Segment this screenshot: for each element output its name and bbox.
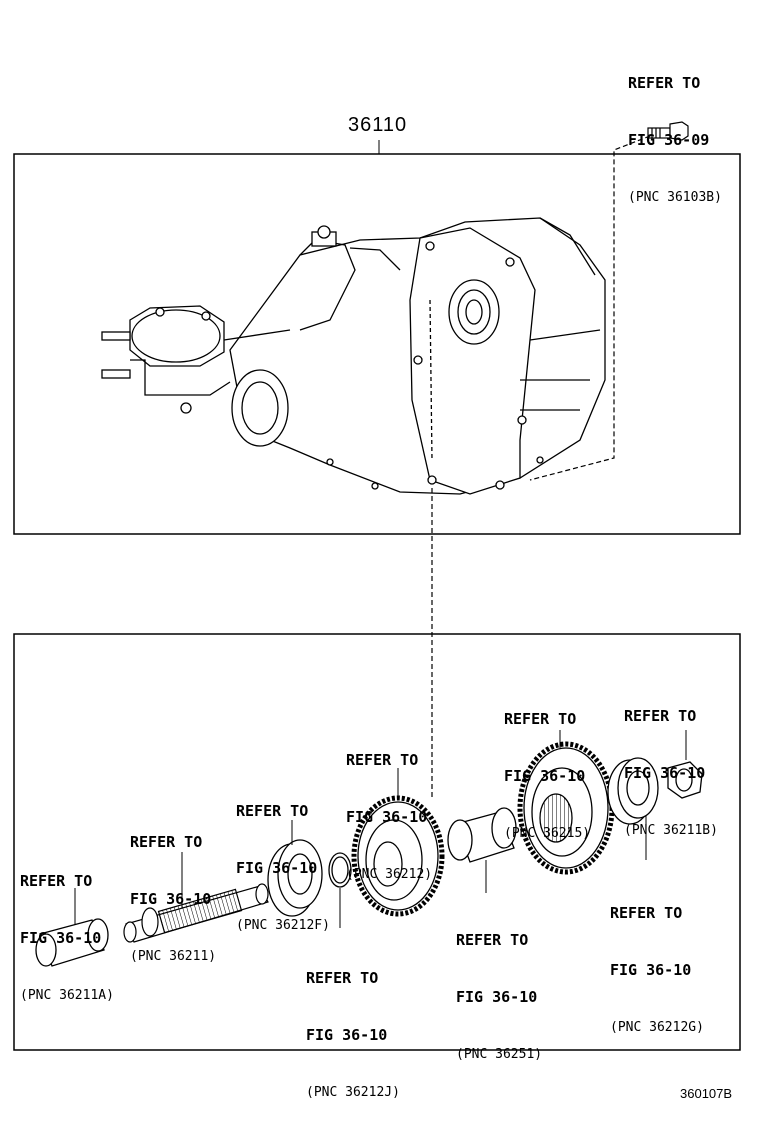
- callout-pnc: (PNC 36103B): [628, 190, 722, 205]
- callout-pnc: (PNC 36212G): [610, 1020, 704, 1035]
- callout-fig: FIG 36-09: [628, 131, 710, 149]
- transfer-case-assembly[interactable]: [101, 217, 606, 495]
- bolt-dashed-leader: [529, 135, 651, 481]
- callout-refer: REFER TO: [456, 931, 529, 949]
- callout-pnc: (PNC 36215): [504, 826, 591, 841]
- callout-36251[interactable]: REFER TO FIG 36-10 (PNC 36251): [456, 893, 542, 1083]
- callout-refer: REFER TO: [20, 872, 93, 890]
- callout-refer: REFER TO: [628, 74, 701, 92]
- callout-pnc: (PNC 36211B): [624, 823, 718, 838]
- callout-fig: FIG 36-10: [306, 1026, 388, 1044]
- callout-pnc: (PNC 36211): [130, 949, 217, 964]
- callout-36215[interactable]: REFER TO FIG 36-10 (PNC 36215): [504, 672, 590, 862]
- callout-refer: REFER TO: [130, 833, 203, 851]
- upper-frame: [13, 153, 741, 535]
- input-shaft-36211-icon[interactable]: [123, 883, 269, 943]
- callout-refer: REFER TO: [624, 707, 697, 725]
- bolt-icon[interactable]: [647, 121, 689, 141]
- callout-refer: REFER TO: [306, 969, 379, 987]
- callout-refer: REFER TO: [236, 802, 309, 820]
- callout-pnc: (PNC 36212F): [236, 918, 330, 933]
- callout-fig: FIG 36-10: [20, 929, 102, 947]
- callout-pnc: (PNC 36251): [456, 1047, 543, 1062]
- callout-36212F[interactable]: REFER TO FIG 36-10 (PNC 36212F): [236, 764, 330, 954]
- callout-refer: REFER TO: [346, 751, 419, 769]
- callout-fig: FIG 36-10: [236, 859, 318, 877]
- sleeve-36251-icon[interactable]: [447, 807, 517, 863]
- callout-pnc: (PNC 36212): [346, 867, 433, 882]
- callout-pnc: (PNC 36212J): [306, 1085, 400, 1100]
- callout-fig: FIG 36-10: [624, 764, 706, 782]
- callout-36211[interactable]: REFER TO FIG 36-10 (PNC 36211): [130, 795, 216, 985]
- assembly-part-number[interactable]: 36110: [348, 114, 408, 136]
- callout-36211B[interactable]: REFER TO FIG 36-10 (PNC 36211B): [624, 669, 718, 859]
- callout-36212[interactable]: REFER TO FIG 36-10 (PNC 36212): [346, 713, 432, 903]
- callout-fig: FIG 36-10: [130, 890, 212, 908]
- callout-pnc: (PNC 36211A): [20, 988, 114, 1003]
- nut-36211B-icon[interactable]: [667, 761, 703, 799]
- callout-bolt[interactable]: REFER TO FIG 36-09 (PNC 36103B): [628, 36, 722, 226]
- figure-code: 360107B: [680, 1086, 733, 1101]
- callout-refer: REFER TO: [610, 904, 683, 922]
- callout-fig: FIG 36-10: [456, 988, 538, 1006]
- lower-frame: [13, 633, 741, 1051]
- callout-36212J[interactable]: REFER TO FIG 36-10 (PNC 36212J): [306, 931, 400, 1121]
- bearing-36212G-icon[interactable]: [607, 757, 659, 825]
- snap-ring-36212J-icon[interactable]: [328, 852, 352, 888]
- gear-36212-icon[interactable]: [351, 795, 445, 917]
- callout-fig: FIG 36-10: [504, 767, 586, 785]
- callout-36212G[interactable]: REFER TO FIG 36-10 (PNC 36212G): [610, 866, 704, 1056]
- callout-refer: REFER TO: [504, 710, 577, 728]
- callout-fig: FIG 36-10: [610, 961, 692, 979]
- gear-36215-icon[interactable]: [517, 741, 615, 875]
- sleeve-36211A-icon[interactable]: [35, 918, 109, 967]
- callout-fig: FIG 36-10: [346, 808, 428, 826]
- callout-36211A[interactable]: REFER TO FIG 36-10 (PNC 36211A): [20, 834, 114, 1024]
